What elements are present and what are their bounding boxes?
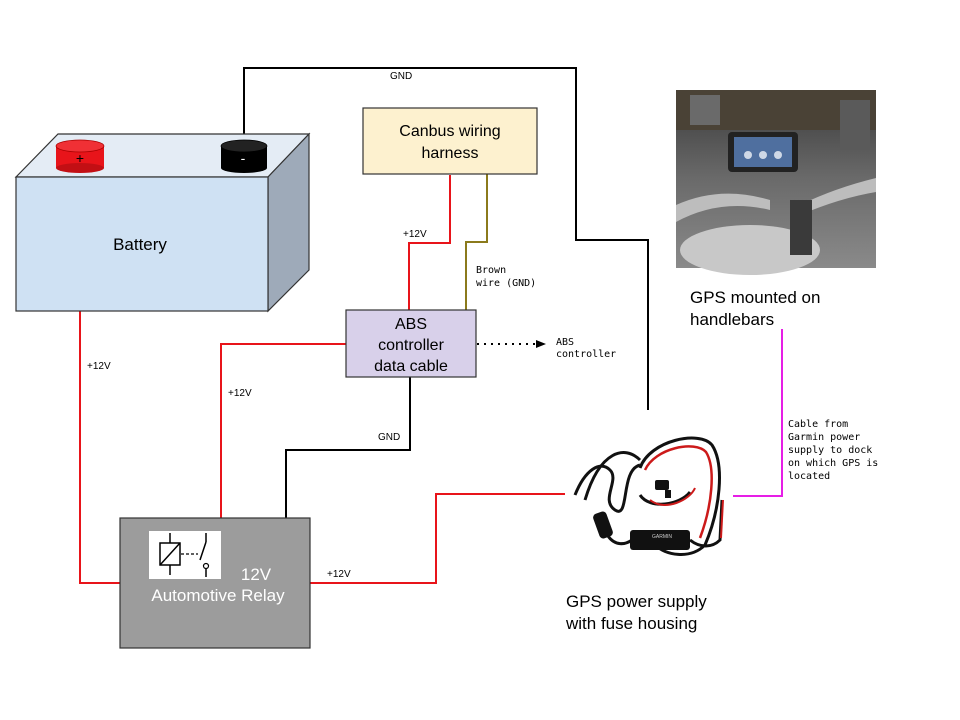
automotive-relay: 12V Automotive Relay	[119, 517, 311, 649]
relay-symbol-icon	[149, 531, 221, 579]
plus12v-wire-relay-gps	[308, 493, 565, 584]
garmin-dock-cable	[733, 329, 783, 497]
brown-wire-gnd	[465, 172, 488, 310]
negative-terminal: -	[220, 139, 268, 173]
positive-terminal-label: +	[76, 150, 84, 166]
gnd-wire-abs-relay	[285, 377, 411, 520]
brown-wire-label-line2: wire (GND)	[476, 278, 536, 289]
relay-label-line1: 12V	[241, 565, 272, 584]
battery-front-face	[15, 176, 269, 312]
gps-mount-caption-line2: handlebars	[690, 310, 774, 329]
abs-controller-data-cable-box: ABS controller data cable	[345, 309, 477, 378]
plus12v-wire-abs-relay	[220, 343, 346, 520]
plus12v-battery-label: +12V	[87, 361, 111, 372]
canbus-wiring-harness-box: Canbus wiring harness	[362, 107, 538, 175]
gnd-top-label: GND	[390, 71, 412, 82]
canbus-label-line2: harness	[422, 145, 479, 162]
gnd-wire-battery-top	[243, 67, 649, 410]
gps-handlebars-photo	[676, 90, 876, 275]
plus12v-wire-canbus-abs	[408, 175, 451, 310]
relay-label-line2: Automotive Relay	[151, 586, 285, 605]
negative-terminal-label: -	[241, 150, 246, 166]
abs-controller-label-line1: ABS	[556, 337, 574, 348]
brown-wire-label-line1: Brown	[476, 265, 506, 276]
gnd-abs-relay-label: GND	[378, 432, 400, 443]
arrowhead	[536, 340, 546, 348]
abs-cable-label-line3: data cable	[374, 358, 448, 375]
abs-cable-label-line2: controller	[378, 337, 444, 354]
positive-terminal: +	[55, 139, 105, 173]
plus12v-relay-gps-label: +12V	[327, 569, 351, 580]
canbus-label-line1: Canbus wiring	[399, 123, 500, 140]
garmin-cable-label-line5: located	[788, 471, 830, 482]
gps-mount-caption-line1: GPS mounted on	[690, 288, 820, 307]
abs-cable-label-line1: ABS	[395, 316, 427, 333]
gps-power-caption-line1: GPS power supply	[566, 592, 707, 611]
plus12v-abs-relay-label: +12V	[228, 388, 252, 399]
battery-label: Battery	[113, 235, 167, 254]
garmin-cable-label-line4: on which GPS is	[788, 458, 878, 469]
garmin-cable-label-line1: Cable from	[788, 419, 848, 430]
plus12v-canbus-label: +12V	[403, 229, 427, 240]
garmin-cable-label-line2: Garmin power	[788, 432, 860, 443]
garmin-cable-label-line3: supply to dock	[788, 445, 872, 456]
gps-power-supply: GARMIN	[573, 436, 724, 556]
battery: + - Battery	[14, 132, 311, 313]
garmin-logo: GARMIN	[652, 534, 672, 540]
gps-power-caption-line2: with fuse housing	[565, 614, 697, 633]
abs-controller-label-line2: controller	[556, 349, 616, 360]
